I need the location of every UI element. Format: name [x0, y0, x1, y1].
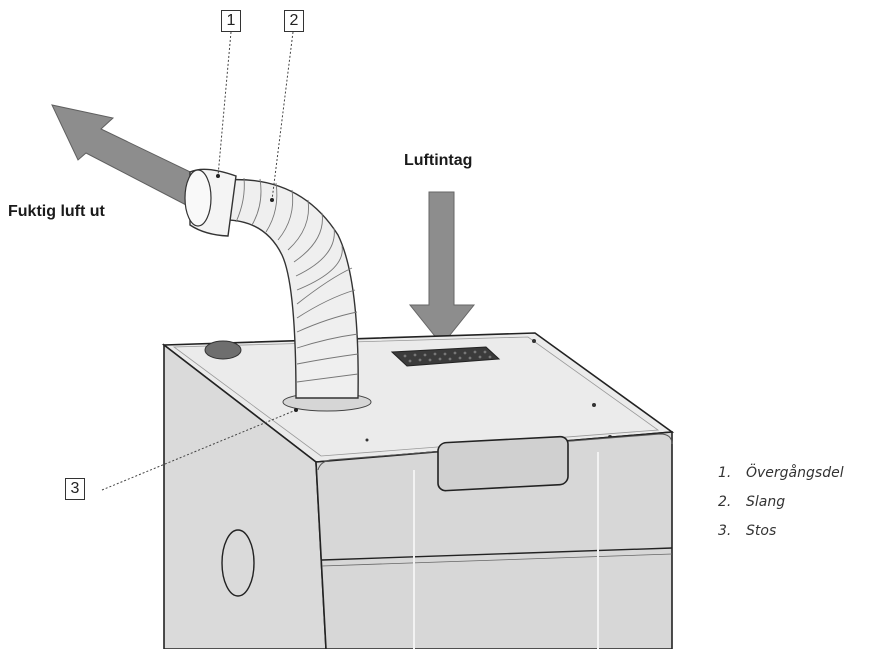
humid-air-out-label: Fuktig luft ut [8, 203, 105, 220]
legend-text: Övergångsdel [746, 465, 844, 481]
legend-text: Stos [746, 523, 777, 539]
machine-body [163, 343, 673, 649]
callout-1: 1 [221, 10, 241, 32]
round-port [204, 340, 242, 360]
legend-item: 3. Stos [718, 523, 844, 552]
top-vent-grille [390, 346, 501, 367]
humid-air-out-arrow [51, 104, 206, 208]
air-intake-label: Luftintag [404, 152, 473, 169]
legend-item: 2. Slang [718, 494, 844, 523]
legend-number: 1. [718, 465, 732, 481]
legend-item: 1. Övergångsdel [718, 465, 844, 494]
side-cover [221, 529, 255, 597]
handle-recess [437, 435, 569, 492]
legend-number: 2. [718, 494, 732, 510]
parts-legend: 1. Övergångsdel 2. Slang 3. Stos [718, 465, 844, 552]
callout-2: 2 [284, 10, 304, 32]
legend-number: 3. [718, 523, 732, 539]
flexible-hose [219, 177, 359, 399]
callout-3: 3 [65, 478, 85, 500]
transition-piece [184, 168, 237, 237]
air-intake-arrow [408, 191, 476, 346]
leader-lines [101, 31, 297, 491]
legend-text: Slang [746, 494, 786, 510]
